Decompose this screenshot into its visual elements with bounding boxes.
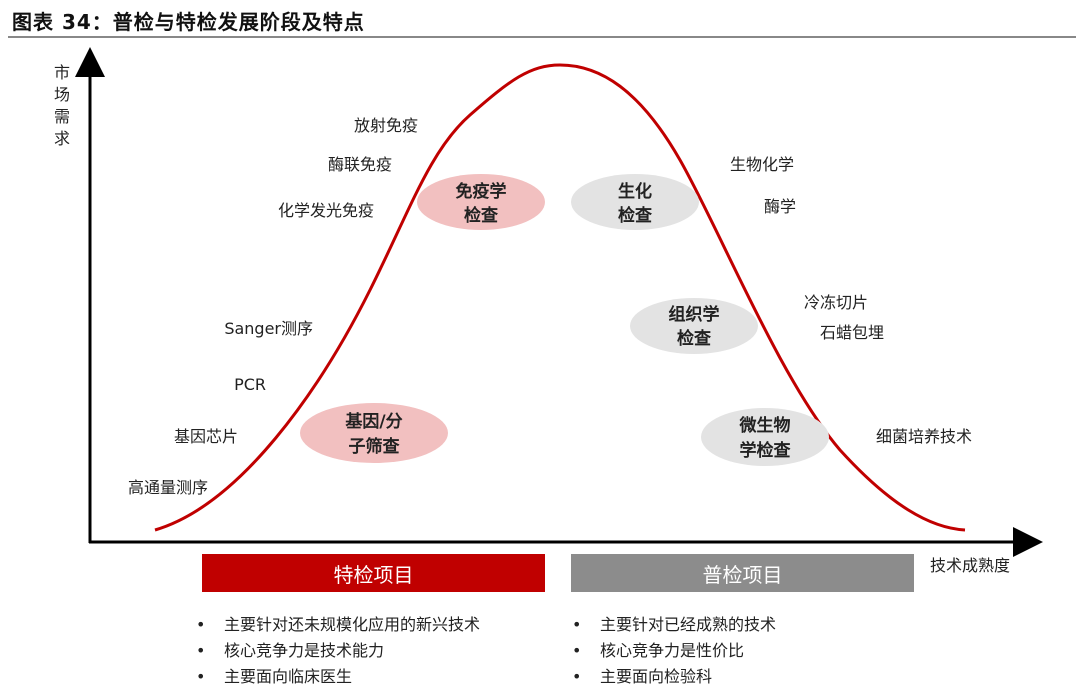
bubble-histology: 组织学 检查 — [630, 298, 758, 354]
general-test-label: 普检项目 — [702, 562, 783, 587]
general-test-points: 主要针对已经成熟的技术 核心竞争力是性价比 主要面向检验科 — [572, 612, 776, 690]
demand-curve — [154, 63, 966, 532]
tech-label: 石蜡包埋 — [820, 323, 884, 342]
bubble-label: 检查 — [677, 328, 712, 349]
tech-label: PCR — [234, 375, 266, 394]
special-test-points: 主要针对还未规模化应用的新兴技术 核心竞争力是技术能力 主要面向临床医生 — [196, 612, 480, 690]
bubble-label: 检查 — [464, 205, 499, 226]
bullet-point: 主要针对已经成熟的技术 — [572, 612, 776, 638]
special-test-label: 特检项目 — [333, 562, 414, 587]
bubble-label: 微生物 — [739, 415, 791, 436]
tech-label: 酶学 — [764, 197, 796, 216]
tech-label: 细菌培养技术 — [876, 427, 972, 446]
bullet-point: 主要针对还未规模化应用的新兴技术 — [196, 612, 480, 638]
bubble-label: 生化 — [618, 181, 652, 202]
bubble-label: 免疫学 — [456, 181, 507, 202]
y-axis-label: 市 场 需 求 — [54, 63, 70, 148]
general-test-banner: 普检项目 — [571, 554, 914, 592]
bubble-label: 组织学 — [669, 304, 720, 325]
special-test-banner: 特检项目 — [202, 554, 545, 592]
bullet-point: 核心竞争力是技术能力 — [196, 638, 480, 664]
bubble-biochemistry: 生化 检查 — [571, 174, 699, 230]
tech-label: 生物化学 — [730, 155, 794, 174]
bullet-point: 主要面向临床医生 — [196, 664, 480, 690]
tech-label: 酶联免疫 — [328, 155, 392, 174]
y-axis-char: 求 — [54, 129, 70, 148]
tech-label: 冷冻切片 — [804, 293, 868, 312]
bubble-label: 检查 — [618, 205, 653, 226]
tech-label: 放射免疫 — [354, 116, 418, 135]
tech-label: 基因芯片 — [174, 427, 238, 446]
bullet-point: 核心竞争力是性价比 — [572, 638, 776, 664]
title-divider — [8, 36, 1076, 38]
tech-label: 高通量测序 — [128, 478, 208, 497]
y-axis-char: 需 — [54, 107, 70, 126]
tech-label: Sanger测序 — [224, 319, 313, 338]
bubble-label: 基因/分 — [344, 411, 402, 432]
y-axis-char: 场 — [54, 85, 70, 104]
y-axis-char: 市 — [54, 63, 70, 82]
x-axis-label: 技术成熟度 — [930, 556, 1010, 575]
bubble-genetic-screening: 基因/分 子筛查 — [300, 403, 448, 463]
figure-title: 图表 34：普检与特检发展阶段及特点 — [12, 10, 365, 34]
bubble-immunology: 免疫学 检查 — [417, 174, 545, 230]
bullet-point: 主要面向检验科 — [572, 664, 776, 690]
tech-label: 化学发光免疫 — [278, 201, 374, 220]
bubble-label: 子筛查 — [349, 436, 401, 457]
bubble-microbiology: 微生物 学检查 — [701, 408, 829, 466]
bubble-label: 学检查 — [740, 440, 792, 461]
